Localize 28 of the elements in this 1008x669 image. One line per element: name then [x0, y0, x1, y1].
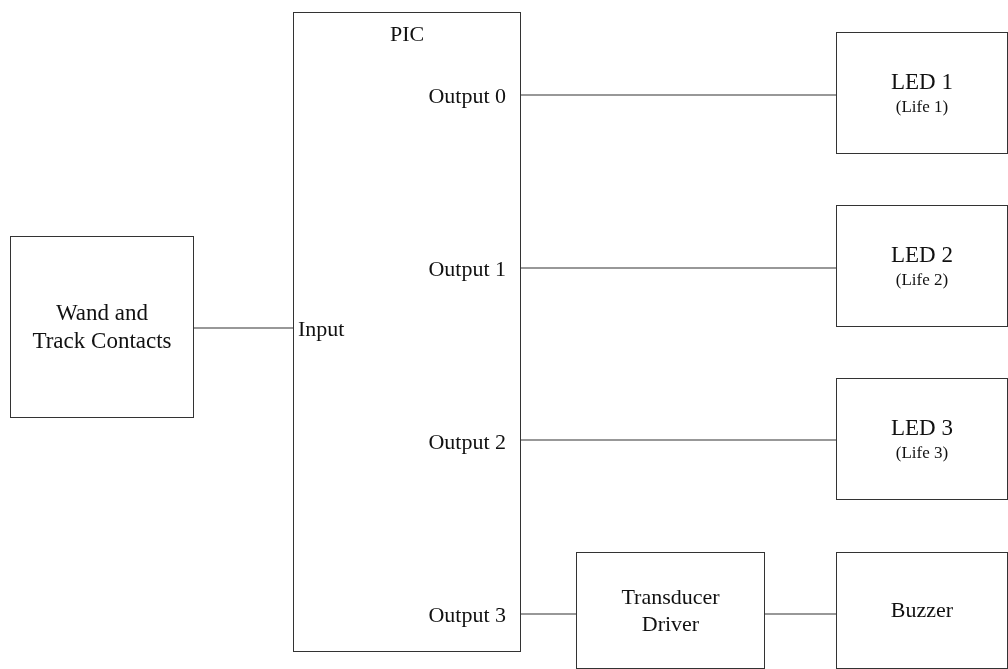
pin-label: Output 0	[428, 85, 506, 107]
connector-line	[193, 327, 294, 329]
component-box	[836, 378, 1008, 500]
component-box	[576, 552, 765, 669]
box-subtitle: (Life 3)	[895, 441, 949, 464]
box-title: Transducer Driver	[620, 584, 721, 637]
pin-label: PIC	[390, 23, 425, 45]
pin-label: Output 2	[428, 431, 506, 453]
box-subtitle: (Life 2)	[895, 268, 949, 291]
box-title: LED 1	[891, 68, 953, 96]
connector-line	[520, 267, 837, 269]
component-box	[836, 205, 1008, 327]
component-box	[10, 236, 194, 418]
box-title: LED 2	[891, 241, 953, 269]
pin-label: Output 1	[428, 258, 506, 280]
connector-line	[764, 613, 837, 615]
pin-label: Output 3	[428, 604, 506, 626]
box-subtitle: (Life 1)	[895, 95, 949, 118]
component-box	[836, 32, 1008, 154]
box-title: Wand and Track Contacts	[31, 299, 173, 355]
box-title: LED 3	[891, 414, 953, 442]
connector-line	[520, 94, 837, 96]
microcontroller-block	[293, 12, 521, 652]
box-title: Buzzer	[890, 597, 954, 624]
connector-line	[520, 439, 837, 441]
pin-label: Input	[298, 318, 345, 340]
component-box	[836, 552, 1008, 669]
connector-line	[520, 613, 577, 615]
